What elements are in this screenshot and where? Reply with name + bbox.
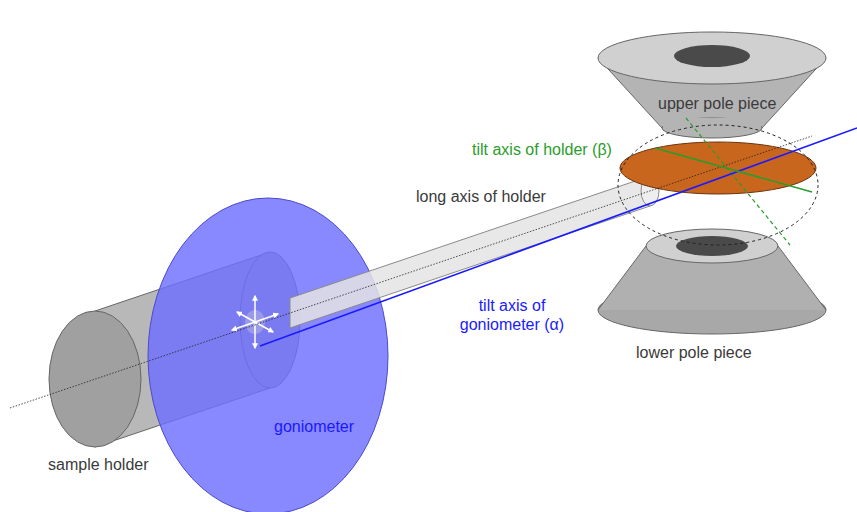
goniometer-tilt-axis xyxy=(260,128,857,346)
axis-label: tilt axis of goniometer (α) xyxy=(447,296,577,334)
movement-arrows xyxy=(232,296,278,348)
tilt-circle xyxy=(618,125,818,245)
axis-label: long axis of holder xyxy=(416,187,546,206)
goniometer-disc xyxy=(148,198,388,512)
part-label: sample holder xyxy=(48,455,149,474)
axis-label: tilt axis of holder (β) xyxy=(470,140,614,159)
holder-tilt-axis xyxy=(655,148,812,192)
upper-pole-piece xyxy=(598,32,826,138)
part-label: goniometer xyxy=(274,417,354,436)
part-label: lower pole piece xyxy=(636,343,752,362)
part-label: upper pole piece xyxy=(658,94,776,113)
long-axis-line xyxy=(10,136,812,408)
